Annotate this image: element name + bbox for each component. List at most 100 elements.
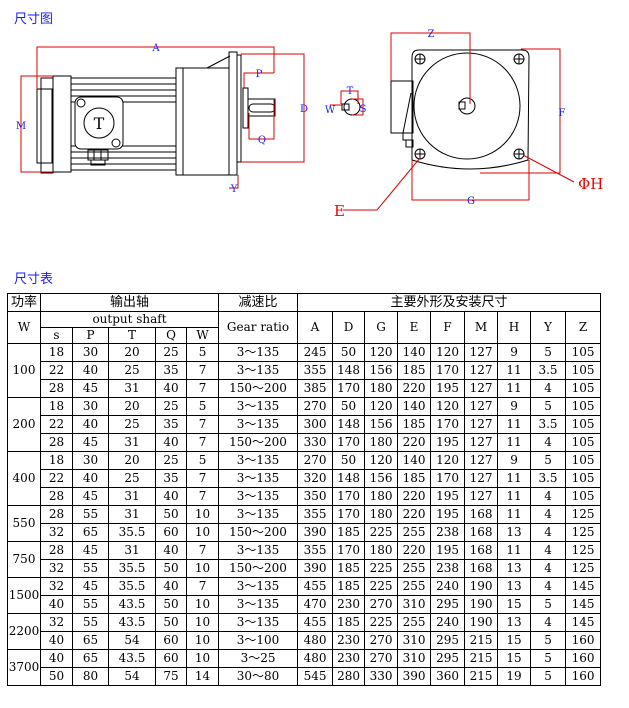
table-cell: 60 bbox=[155, 649, 187, 668]
table-cell: 9 bbox=[497, 343, 532, 362]
table-cell: 180 bbox=[364, 487, 399, 506]
dim-label-d: D bbox=[300, 104, 308, 115]
table-cell: 65 bbox=[72, 649, 109, 668]
table-cell: 28 bbox=[40, 487, 73, 506]
table-cell: 295 bbox=[430, 631, 466, 650]
table-cell: 4 bbox=[530, 559, 567, 578]
shaft-section bbox=[341, 98, 361, 116]
table-cell: 43.5 bbox=[108, 649, 156, 668]
motor-side-view bbox=[36, 51, 276, 176]
table-cell: 150～200 bbox=[218, 523, 299, 542]
table-cell: 3～135 bbox=[218, 361, 299, 380]
table-cell: 28 bbox=[40, 505, 73, 524]
table-cell: 168 bbox=[464, 505, 499, 524]
table-cell: 10 bbox=[185, 649, 220, 668]
table-cell: 10 bbox=[185, 631, 220, 650]
power-cell: 550 bbox=[7, 505, 41, 542]
table-cell: 180 bbox=[364, 433, 399, 452]
table-cell: 185 bbox=[332, 577, 366, 596]
table-cell: 480 bbox=[297, 649, 334, 668]
table-cell: 15 bbox=[497, 595, 532, 614]
table-cell: 7 bbox=[185, 577, 220, 596]
table-cell: 3～100 bbox=[218, 631, 299, 650]
table-cell: 455 bbox=[297, 613, 334, 632]
table-cell: 4 bbox=[530, 523, 567, 542]
header-row-2: W output shaft Gear ratio A D G E F M H … bbox=[7, 311, 602, 344]
table-cell: 220 bbox=[397, 541, 432, 560]
header-col-a: A bbox=[297, 311, 334, 344]
header-col-w: W bbox=[185, 327, 220, 344]
table-cell: 35 bbox=[155, 469, 187, 488]
dim-label-y: Y bbox=[230, 184, 238, 195]
header-col-y: Y bbox=[530, 311, 567, 344]
header-ratio-en: Gear ratio bbox=[218, 311, 299, 344]
table-cell: 170 bbox=[332, 433, 366, 452]
table-cell: 238 bbox=[430, 523, 466, 542]
table-cell: 195 bbox=[430, 541, 466, 560]
table-cell: 310 bbox=[397, 649, 432, 668]
table-cell: 180 bbox=[364, 541, 399, 560]
table-cell: 31 bbox=[108, 541, 156, 560]
table-cell: 75 bbox=[155, 667, 187, 686]
table-cell: 168 bbox=[464, 541, 499, 560]
table-cell: 18 bbox=[40, 343, 73, 362]
table-cell: 156 bbox=[364, 361, 399, 380]
table-cell: 30 bbox=[72, 451, 109, 470]
table-cell: 40 bbox=[72, 361, 109, 380]
table-cell: 32 bbox=[40, 577, 73, 596]
table-cell: 7 bbox=[185, 487, 220, 506]
table-cell: 50 bbox=[332, 343, 366, 362]
table-cell: 280 bbox=[332, 667, 366, 686]
table-cell: 40 bbox=[155, 487, 187, 506]
table-cell: 170 bbox=[332, 487, 366, 506]
table-cell: 50 bbox=[332, 451, 366, 470]
dim-label-g: G bbox=[467, 196, 475, 207]
table-cell: 54 bbox=[108, 631, 156, 650]
dim-label-e: E bbox=[334, 202, 345, 220]
table-cell: 355 bbox=[297, 505, 334, 524]
table-cell: 11 bbox=[497, 505, 532, 524]
table-cell: 245 bbox=[297, 343, 334, 362]
table-cell: 185 bbox=[332, 559, 366, 578]
table-cell: 105 bbox=[565, 487, 602, 506]
table-cell: 50 bbox=[155, 613, 187, 632]
table-cell: 350 bbox=[297, 487, 334, 506]
table-cell: 3～135 bbox=[218, 451, 299, 470]
table-cell: 295 bbox=[430, 595, 466, 614]
table-cell: 160 bbox=[565, 649, 602, 668]
table-cell: 240 bbox=[430, 613, 466, 632]
dim-label-z: Z bbox=[428, 29, 435, 40]
table-cell: 40 bbox=[40, 631, 73, 650]
table-cell: 127 bbox=[464, 343, 499, 362]
table-cell: 55 bbox=[72, 559, 109, 578]
table-cell: 145 bbox=[565, 577, 602, 596]
table-cell: 25 bbox=[108, 361, 156, 380]
table-cell: 255 bbox=[397, 559, 432, 578]
table-cell: 170 bbox=[332, 379, 366, 398]
table-cell: 105 bbox=[565, 397, 602, 416]
header-col-m: M bbox=[464, 311, 499, 344]
mount-hole-icon bbox=[414, 53, 426, 65]
table-cell: 390 bbox=[297, 559, 334, 578]
header-col-p: P bbox=[72, 327, 109, 344]
table-cell: 255 bbox=[397, 523, 432, 542]
table-cell: 55 bbox=[72, 595, 109, 614]
motor-terminal-label: T bbox=[94, 114, 105, 133]
table-cell: 225 bbox=[364, 577, 399, 596]
table-cell: 55 bbox=[72, 613, 109, 632]
table-cell: 13 bbox=[497, 523, 532, 542]
table-cell: 127 bbox=[464, 433, 499, 452]
table-cell: 360 bbox=[430, 667, 466, 686]
table-cell: 7 bbox=[185, 469, 220, 488]
dimension-diagram: T A M P Q D Y T W S Z F bbox=[16, 29, 604, 220]
table-cell: 4 bbox=[530, 487, 567, 506]
table-cell: 45 bbox=[72, 433, 109, 452]
table-cell: 40 bbox=[155, 379, 187, 398]
table-cell: 170 bbox=[332, 505, 366, 524]
